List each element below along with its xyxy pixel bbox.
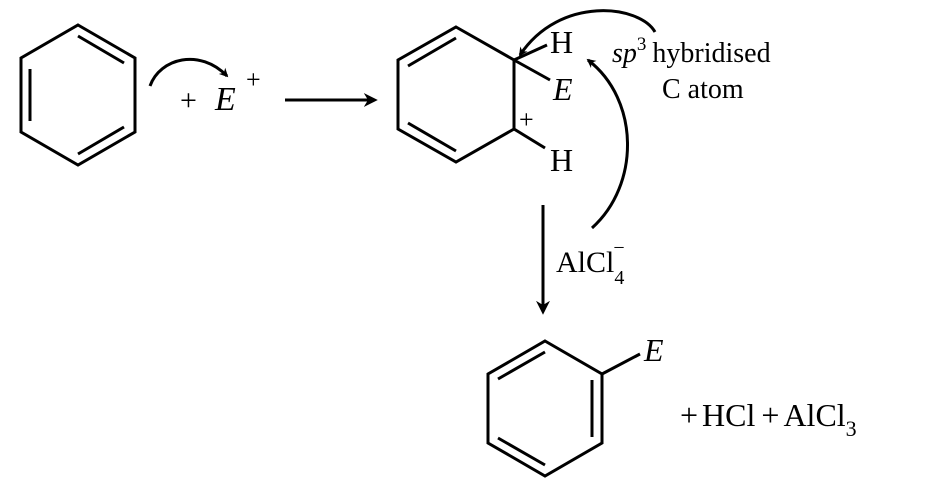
sp-superscript: 3 xyxy=(637,34,647,55)
catalyst-base: AlCl xyxy=(556,246,614,279)
product-benzene-ring xyxy=(486,339,641,478)
alcl3-subscript: 3 xyxy=(846,416,857,441)
curved-arrow-icon xyxy=(148,57,229,87)
product-e-substituent: E xyxy=(643,332,664,368)
catalyst-superscript: − xyxy=(613,237,624,259)
catalyst-label: AlCl4 − xyxy=(556,237,625,289)
c-atom-label: C atom xyxy=(662,74,744,105)
electrophile-label: E xyxy=(214,81,236,118)
sp-label: sp xyxy=(612,38,637,69)
alcl3-base: AlCl xyxy=(783,397,845,433)
electrophile-charge: + xyxy=(246,65,261,94)
carbocation-charge: + xyxy=(519,105,534,134)
intermediate-h-bottom: H xyxy=(550,142,573,178)
hcl-label: HCl xyxy=(702,397,755,433)
intermediate-h-top: H xyxy=(550,24,573,60)
catalyst-subscript: 4 xyxy=(614,267,624,289)
curved-arrow-icon xyxy=(586,58,629,230)
plus-sign: + xyxy=(180,84,197,117)
plus-sign: + xyxy=(680,397,698,433)
intermediate-e-substituent: E xyxy=(552,71,573,107)
benzene-ring xyxy=(19,23,137,167)
product-byproducts: +HCl+AlCl3 xyxy=(680,397,857,441)
arenium-ion-ring xyxy=(396,25,551,164)
hybridised-label: hybridised xyxy=(652,38,770,69)
curved-arrow-icon xyxy=(518,9,657,57)
plus-sign: + xyxy=(761,397,779,433)
